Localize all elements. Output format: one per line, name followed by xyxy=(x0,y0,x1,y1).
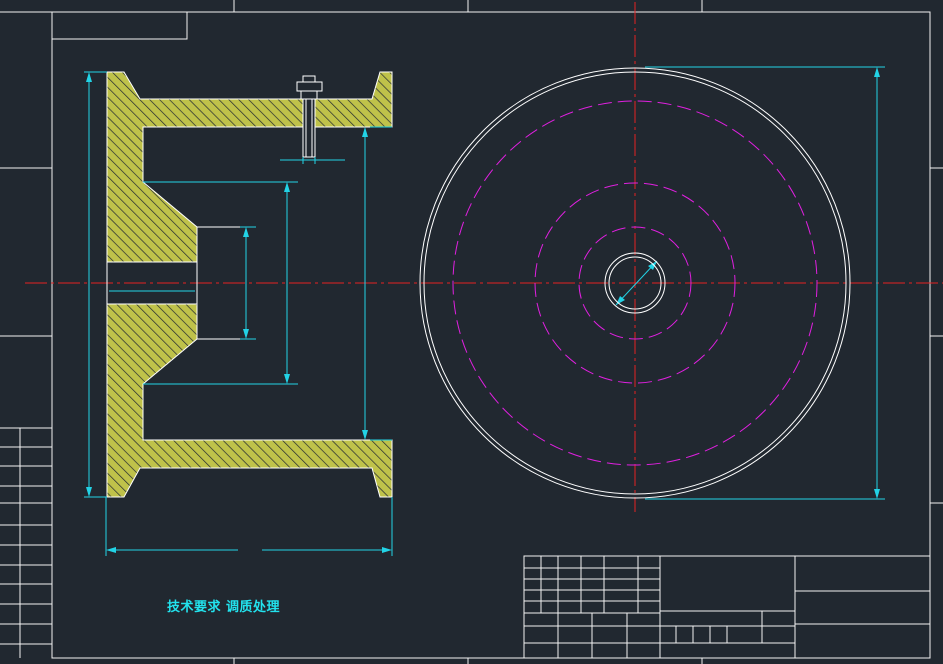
technical-requirements-note: 技术要求 调质处理 xyxy=(167,600,281,615)
section-hatch xyxy=(106,71,393,498)
section-outline xyxy=(106,226,240,340)
revision-table xyxy=(0,427,52,658)
dimension-lines xyxy=(84,66,885,556)
title-block xyxy=(523,555,931,659)
dimension-arrows xyxy=(86,67,880,553)
center-lines xyxy=(25,2,943,512)
bolt xyxy=(296,75,323,158)
front-view xyxy=(419,67,851,499)
